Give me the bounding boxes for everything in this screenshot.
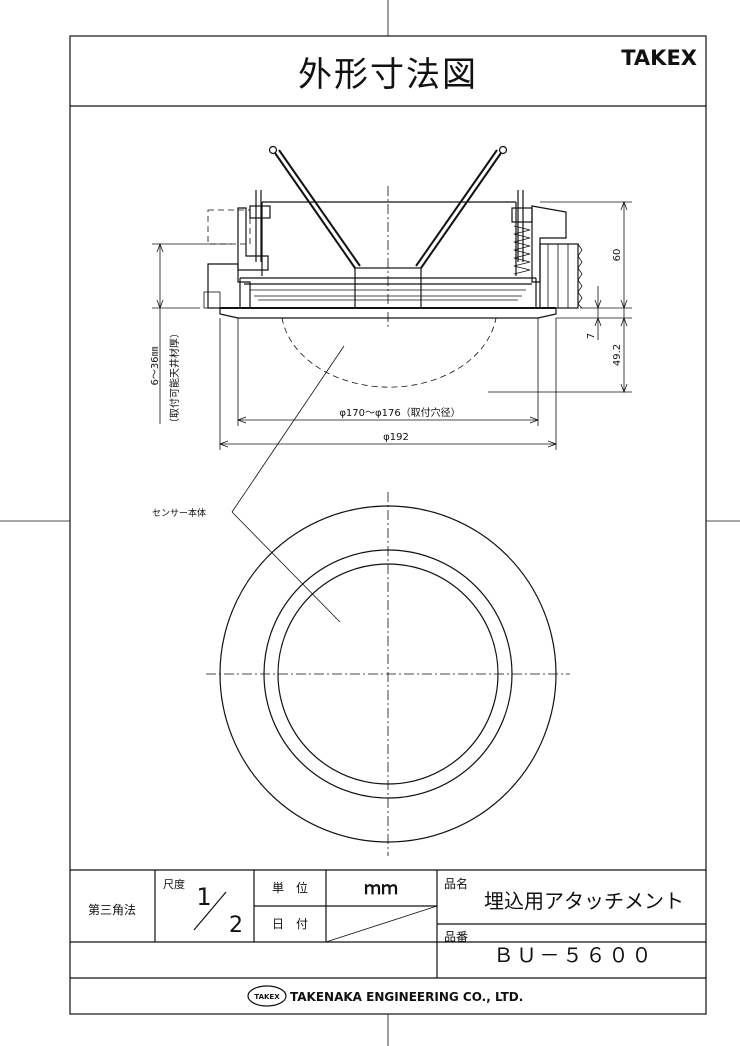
dim-depth: 49.2: [612, 344, 623, 366]
company-footer: TAKEX TAKENAKA ENGINEERING CO., LTD.: [247, 985, 523, 1007]
projection-method: 第三角法: [88, 903, 136, 917]
product-no-label: 品番: [444, 930, 468, 944]
unit-label: 単 位: [272, 880, 308, 895]
company-logo: [247, 985, 287, 1007]
product-number: ＢＵ－５６００: [494, 943, 655, 967]
dim-hole: φ170～φ176（取付穴径）: [339, 406, 460, 419]
page-title: 外形寸法図: [298, 55, 478, 95]
product-name: 埋込用アタッチメント: [484, 889, 684, 913]
side-view: 6～36㎜ （取付可能天井材厚） 60 7 49.2 φ170～φ176（取付穴…: [150, 145, 632, 450]
dim-flange: 7: [586, 333, 597, 339]
sheet-border: [69, 35, 707, 1015]
product-name-label: 品名: [444, 876, 468, 891]
scale-denominator: 2: [229, 913, 243, 938]
company-logo-text: TAKEX: [254, 993, 280, 1001]
scale-numerator: 1: [196, 883, 211, 911]
scale-label: 尺度: [163, 877, 185, 891]
company-name: TAKENAKA ENGINEERING CO., LTD.: [290, 990, 523, 1004]
date-label: 日 付: [272, 917, 308, 931]
unit-value: ｍｍ: [364, 879, 398, 899]
dim-outer: φ192: [383, 432, 409, 443]
brand-logo: TAKEX: [621, 46, 697, 70]
sensor-label: センサー本体: [152, 507, 206, 519]
sensor-leader: センサー本体: [152, 345, 345, 623]
dim-ceiling-range: 6～36㎜: [150, 346, 161, 385]
title-block: 第三角法 尺度 1 2 単 位 ｍｍ 日 付 品名 埋込用アタッチメント 品番 …: [70, 869, 706, 979]
top-view: [206, 492, 570, 856]
dim-height-total: 60: [612, 249, 623, 262]
dim-ceiling-note: （取付可能天井材厚）: [168, 328, 181, 428]
